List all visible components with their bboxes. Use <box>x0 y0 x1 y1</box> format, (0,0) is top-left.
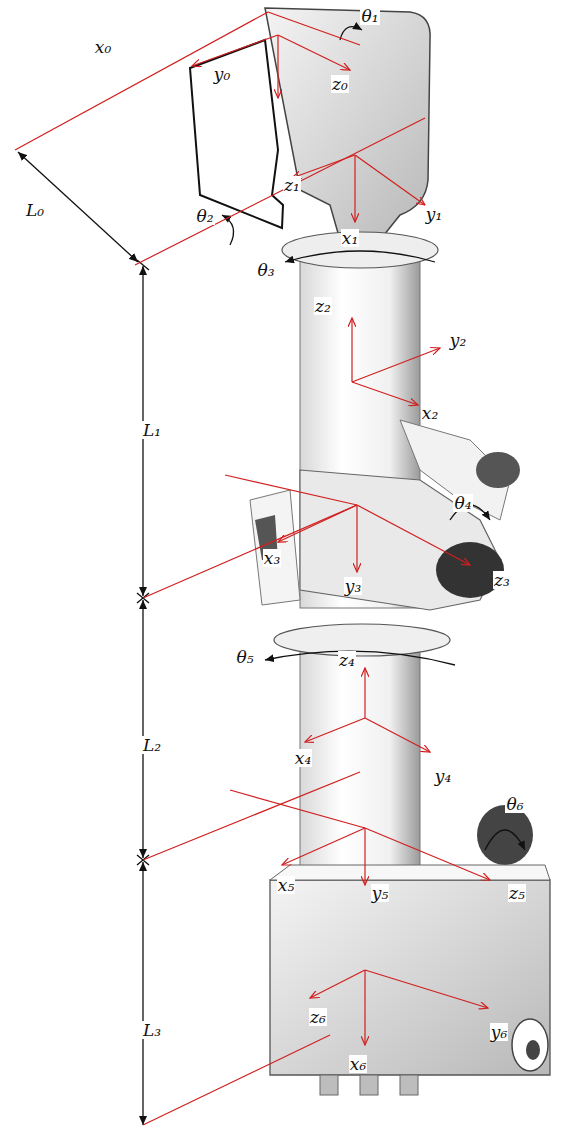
axis-label: y₂ <box>449 331 467 350</box>
axis-label: θ₆ <box>505 795 524 814</box>
axis-label: y₄ <box>434 767 452 786</box>
axis-label: x₂ <box>421 404 439 423</box>
axis-label: θ₁ <box>360 7 379 26</box>
axis-label: θ₄ <box>453 494 472 513</box>
rotation-arcs <box>222 27 525 850</box>
axis-label: y₃ <box>344 577 362 596</box>
axis-label: z₀ <box>331 75 349 94</box>
axis-label: y₁ <box>425 205 443 224</box>
axis-label: x₆ <box>349 1055 367 1074</box>
axis-label: y₆ <box>490 1023 508 1042</box>
axis-label: L₃ <box>142 1021 162 1040</box>
axis-label: z₁ <box>283 176 301 195</box>
axis-label: x₃ <box>263 549 281 568</box>
axis-label: z₆ <box>309 1008 327 1027</box>
axis-label: θ₅ <box>235 648 254 667</box>
axis-label: L₂ <box>142 736 162 755</box>
axis-label: z₄ <box>338 651 356 670</box>
axis-label: x₁ <box>341 229 359 248</box>
axis-label: y₅ <box>371 884 389 903</box>
axis-label: L₁ <box>142 421 162 440</box>
coordinate-frames <box>15 12 490 1125</box>
axis-label: x₅ <box>277 876 295 895</box>
robot-body <box>190 8 550 1095</box>
dimension-lines <box>18 152 149 1125</box>
axis-label: x₄ <box>294 749 312 768</box>
axis-label: z₃ <box>493 571 511 590</box>
axis-label: L₀ <box>25 201 45 220</box>
axis-label: y₀ <box>213 65 231 84</box>
axis-label: θ₃ <box>256 261 275 280</box>
axis-label: z₅ <box>508 884 526 903</box>
axis-label: θ₂ <box>195 207 214 226</box>
axis-label: x₀ <box>94 38 112 57</box>
axis-label: z₂ <box>314 297 332 316</box>
